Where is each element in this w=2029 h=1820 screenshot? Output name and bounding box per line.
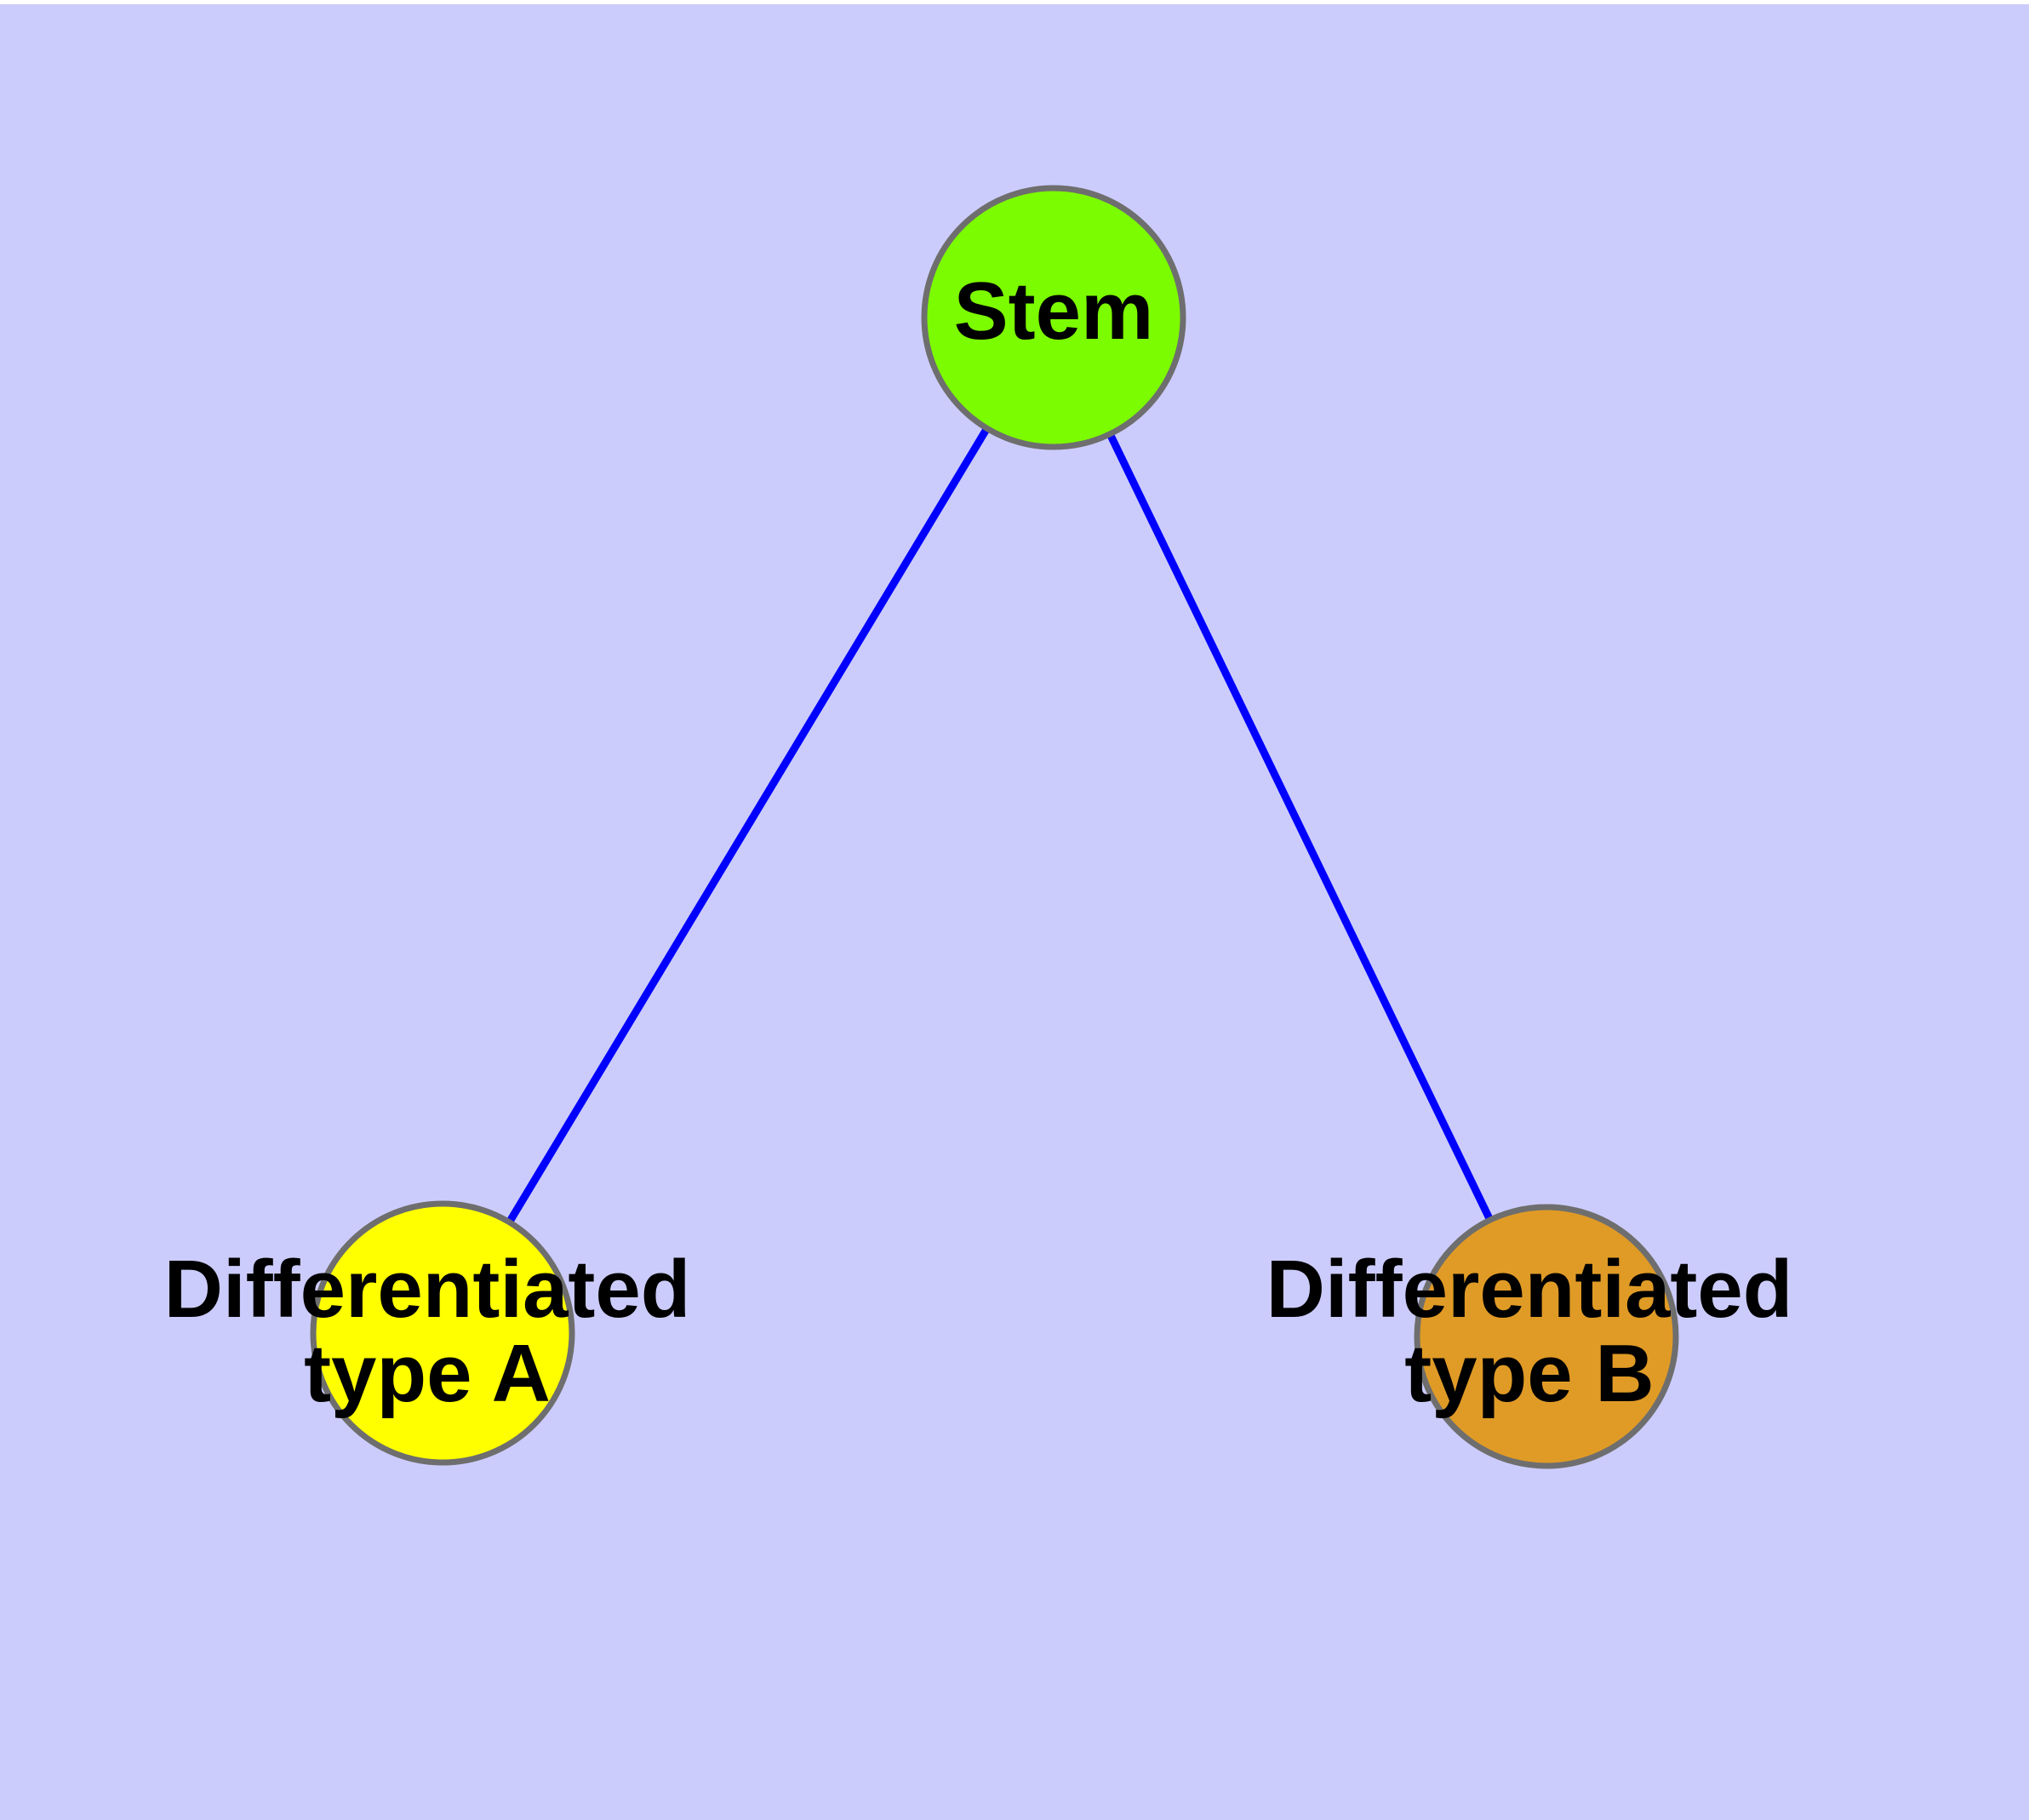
graph-edge xyxy=(439,315,1057,1336)
node-label-stem: Stem xyxy=(954,266,1154,357)
edges-layer xyxy=(439,315,1551,1338)
graph-node-stem[interactable] xyxy=(921,185,1186,450)
node-label-line: Differentiated xyxy=(164,1244,691,1335)
node-label-line: Differentiated xyxy=(1266,1244,1793,1335)
node-label-line: Stem xyxy=(954,266,1154,357)
graph-edge xyxy=(1049,316,1551,1338)
node-label-line: type A xyxy=(304,1328,551,1419)
graph-node-diff_a[interactable] xyxy=(310,1200,575,1466)
graph-node-diff_b[interactable] xyxy=(1414,1204,1679,1469)
node-label-line: type B xyxy=(1404,1328,1654,1419)
nodes-layer xyxy=(310,185,1679,1469)
